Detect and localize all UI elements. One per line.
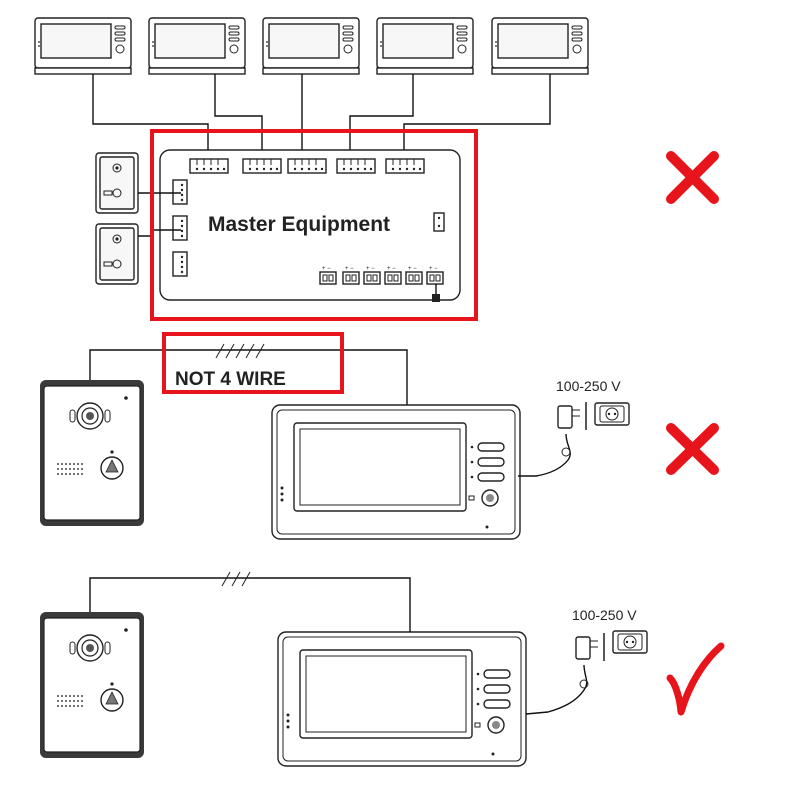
terminal-side-2 [172, 215, 188, 241]
master-indicator [433, 212, 445, 232]
section-correct: 100-250 V [39, 571, 725, 767]
voltage-label-2: 100-250 V [572, 607, 637, 623]
wire-monitor-5 [403, 74, 551, 159]
master-power-plug [432, 294, 440, 302]
power-cable-2 [525, 664, 588, 715]
wall-socket-icon [612, 630, 648, 654]
monitor-3 [262, 17, 360, 75]
master-highlight-box [150, 129, 478, 321]
wire-monitor-4 [349, 74, 414, 159]
not-4-wire-box [162, 332, 344, 394]
power-adapter-icon [575, 632, 605, 662]
cross-icon [666, 151, 719, 204]
wire-monitor-1 [92, 74, 209, 159]
monitor-1 [34, 17, 132, 75]
wire-marks-2 [221, 571, 251, 587]
monitor-4 [376, 17, 474, 75]
door-station-large-2 [39, 611, 145, 759]
terminal-top-3 [287, 158, 327, 174]
monitor-2 [148, 17, 246, 75]
wire-monitor-2 [214, 74, 263, 159]
terminal-side-1 [172, 179, 188, 205]
section-not-4-wire: NOT 4 WIRE 100-250 V [39, 332, 719, 540]
master-unit [159, 149, 461, 301]
wire-door-monitor-1 [89, 349, 408, 405]
not-4-wire-label: NOT 4 WIRE [175, 369, 286, 390]
wall-socket-icon [594, 402, 630, 426]
check-icon [666, 642, 725, 716]
wire-marks-1 [215, 343, 265, 359]
section-master: Master Equipment [34, 17, 719, 321]
terminal-top-5 [385, 158, 425, 174]
power-cable-1 [518, 433, 571, 477]
voltage-label-1: 100-250 V [556, 378, 621, 394]
power-adapter-icon [557, 401, 587, 431]
door-station-large-1 [39, 379, 145, 527]
terminal-top-4 [336, 158, 376, 174]
terminal-side-3 [172, 251, 188, 277]
indoor-monitor-1 [271, 404, 521, 540]
cross-icon [666, 423, 719, 475]
master-equipment-label: Master Equipment [208, 213, 390, 236]
door-station-1 [95, 152, 139, 214]
monitor-5 [491, 17, 589, 75]
indoor-monitor-2 [277, 631, 527, 767]
terminal-top-1 [189, 158, 229, 174]
door-station-2 [95, 223, 139, 285]
wire-door-monitor-2 [89, 577, 411, 632]
terminal-top-2 [242, 158, 282, 174]
